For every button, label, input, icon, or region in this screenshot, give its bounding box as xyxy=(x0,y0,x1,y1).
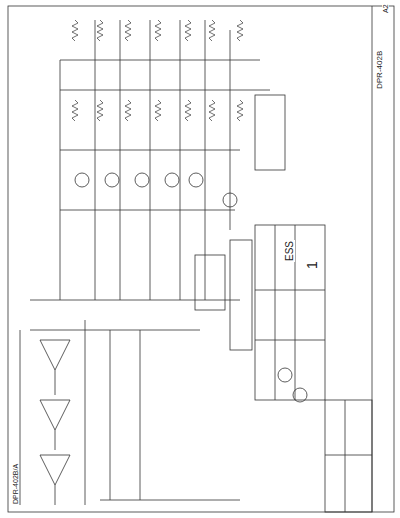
transistor-symbol xyxy=(75,173,89,187)
sheet-label: ESS xyxy=(285,240,295,262)
sheet-label: DPR-402B xyxy=(376,50,384,90)
opamp-symbol xyxy=(40,340,70,370)
sheet-label: 1 xyxy=(305,260,319,270)
resistor-symbol xyxy=(155,100,161,121)
resistor-symbol xyxy=(125,20,131,41)
sheet-label: DPR-402B/A xyxy=(12,463,19,505)
notes-box xyxy=(230,240,252,350)
resistor-symbol xyxy=(185,20,191,41)
resistor-symbol xyxy=(155,20,161,41)
title-block xyxy=(255,225,325,400)
sheet-border xyxy=(8,6,394,512)
resistor-symbol xyxy=(209,20,215,41)
resistor-symbol xyxy=(72,100,78,121)
resistor-symbol xyxy=(185,100,191,121)
revision-block xyxy=(325,400,372,512)
resistor-symbol xyxy=(209,100,215,121)
resistor-symbol xyxy=(237,100,243,121)
resistor-symbol xyxy=(97,20,103,41)
resistor-symbol xyxy=(97,100,103,121)
ic-package xyxy=(195,255,225,310)
resistor-symbol xyxy=(237,20,243,41)
resistor-symbol xyxy=(125,100,131,121)
ic-package xyxy=(255,95,285,170)
sheet-label: A2 xyxy=(382,3,389,14)
resistor-symbol xyxy=(72,20,78,41)
